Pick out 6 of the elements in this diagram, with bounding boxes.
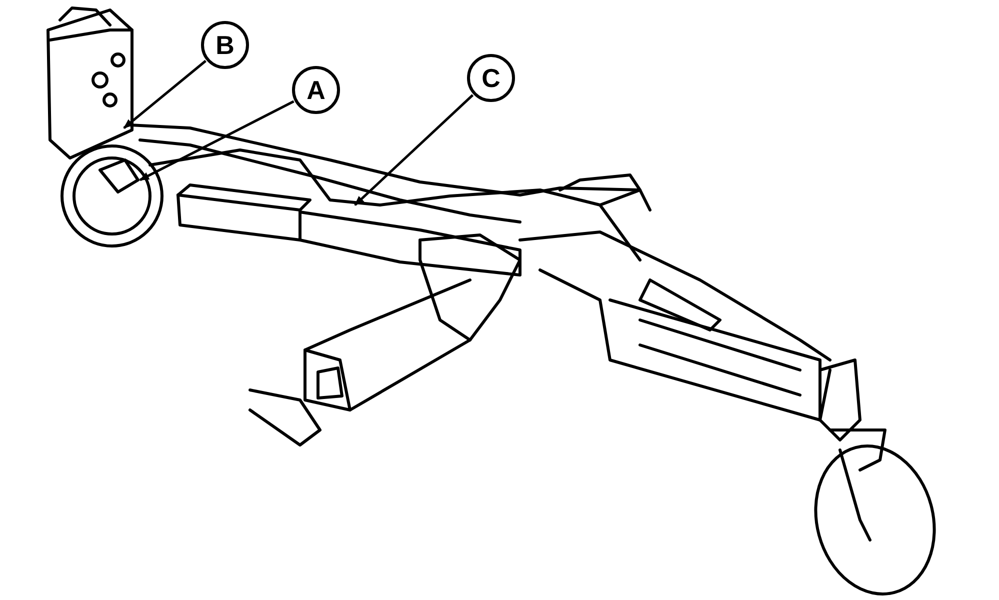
callout-letter: A (292, 66, 340, 114)
leader-line (354, 94, 474, 206)
callout-letter: B (201, 21, 249, 69)
leader-line (123, 60, 206, 129)
leader-line (139, 100, 294, 182)
callout-letter: C (467, 54, 515, 102)
